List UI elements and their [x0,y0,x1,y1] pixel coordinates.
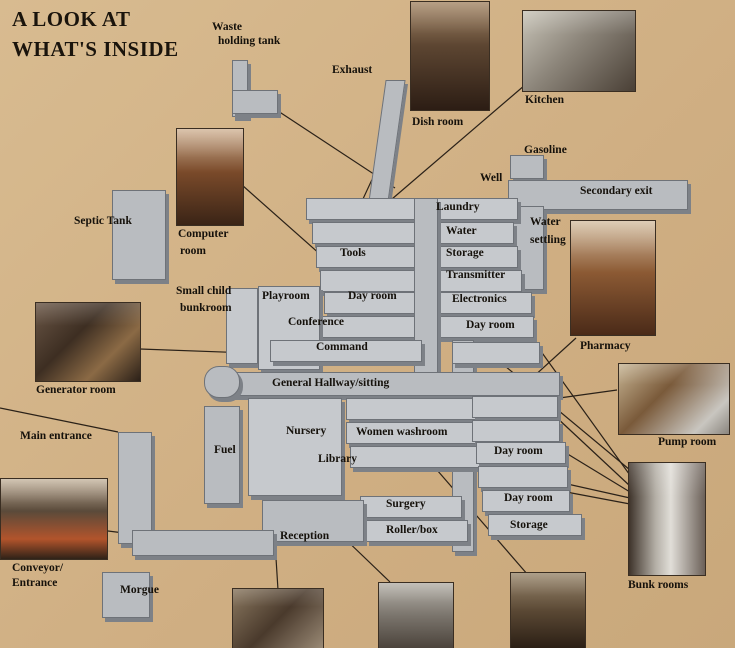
corridor-door-photo [378,582,454,648]
title-line1: A LOOK AT [12,7,131,31]
label-command: Command [316,341,368,353]
lower-right-2 [472,420,560,442]
leader-main-entrance [0,407,119,433]
label-morgue: Morgue [120,584,159,596]
pump-room-photo [618,363,730,435]
label-nursery: Nursery [286,425,327,437]
label-exhaust: Exhaust [332,64,373,76]
label-septic-tank: Septic Tank [74,215,132,227]
label-day-room-3: Day room [494,445,543,457]
child-bunkroom-block [226,288,258,364]
label-storage-upper: Storage [446,247,484,259]
pharmacy-photo [570,220,656,336]
right-middle-corridor [452,342,540,364]
storage-photo [510,572,586,648]
label-water: Water [446,225,477,237]
nursery-block [248,398,342,496]
label-dish-room: Dish room [412,116,464,128]
label-tools: Tools [340,247,366,259]
label-holding-tank: holding tank [218,35,281,47]
hallway-round-end [204,366,240,398]
label-gasoline: Gasoline [524,144,567,156]
label-main-entrance: Main entrance [20,430,92,442]
waste-tank-arm [232,90,278,114]
computer-room-photo [176,128,244,226]
spine-vertical [414,198,438,380]
diagram-title: A LOOK AT WHAT'S INSIDE [12,4,212,64]
fuel-block [204,406,240,504]
label-women-washroom: Women washroom [356,426,448,438]
label-computer: Computer [178,228,229,240]
label-pump-room: Pump room [658,436,717,448]
lower-corridor-1 [346,398,476,420]
label-entrance: Entrance [12,577,58,589]
label-library: Library [318,453,357,465]
title-line2: WHAT'S INSIDE [12,37,179,61]
dish-room-photo [410,1,490,111]
label-electronics: Electronics [452,293,507,305]
septic-tank-block [112,190,166,280]
lower-right-1 [472,396,558,418]
label-roller-box: Roller/box [386,524,438,536]
main-entrance-vertical [118,432,152,544]
label-pharmacy: Pharmacy [580,340,631,352]
label-transmitter: Transmitter [446,269,506,281]
lower-corridor-3 [350,446,480,468]
bunk-rooms-photo [628,462,706,576]
label-surgery: Surgery [386,498,426,510]
label-conference: Conference [288,316,344,328]
reception-photo [232,588,324,648]
generator-room-photo [35,302,141,382]
label-reception: Reception [280,530,330,542]
label-laundry: Laundry [436,201,480,213]
upper-corridor-1 [306,198,518,220]
lower-right-3 [476,442,566,464]
gasoline-block [510,155,544,179]
label-bunk-rooms: Bunk rooms [628,579,689,591]
label-conveyor: Conveyor/ [12,562,64,574]
label-playroom: Playroom [262,290,310,302]
morgue-block [102,572,150,618]
general-hallway [232,372,560,396]
lower-right-4 [478,466,568,488]
label-day-room-4: Day room [504,492,553,504]
label-water-settling-2: settling [530,234,566,246]
label-well: Well [480,172,503,184]
label-day-room-2: Day room [466,319,515,331]
label-day-room-1: Day room [348,290,397,302]
conveyor-entrance-photo [0,478,108,560]
lower-right-6 [488,514,582,536]
leader-bunk-b [539,349,633,479]
label-computer-room: room [180,245,206,257]
label-kitchen: Kitchen [525,94,564,106]
label-fuel: Fuel [214,444,236,456]
label-secondary-exit: Secondary exit [580,185,653,197]
leader-kitchen [384,84,526,206]
secondary-exit-corridor [508,180,688,210]
upper-corridor-2 [312,222,514,244]
label-generator-room: Generator room [36,384,116,396]
label-small-child: Small child [176,285,232,297]
label-bunkroom: bunkroom [180,302,232,314]
label-general-hallway: General Hallway/sitting [272,377,390,389]
label-storage-lower: Storage [510,519,548,531]
main-entrance-horizontal [132,530,274,556]
lower-right-5 [482,490,570,512]
roller-box-corridor [366,520,468,542]
label-water-settling-1: Water [530,216,561,228]
kitchen-photo [522,10,636,92]
reception-corridor [262,500,364,542]
label-waste: Waste [212,21,243,33]
command-corridor [270,340,422,362]
